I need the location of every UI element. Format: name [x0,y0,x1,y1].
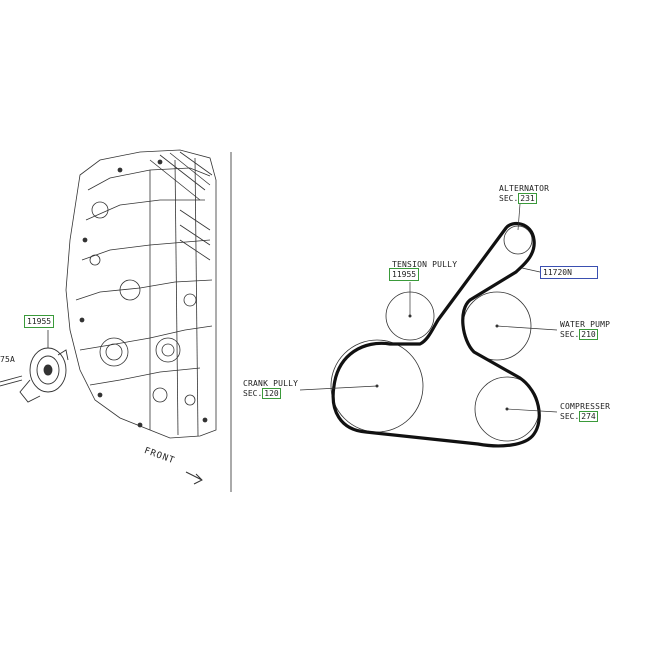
crank-pully-sec-number[interactable]: 120 [262,388,281,399]
crank-pully-label: CRANK PULLY [243,379,299,388]
water-pump-sec-prefix: SEC. [560,330,580,339]
part-number-11955-left[interactable]: 11955 [24,315,55,328]
engine-illustration [65,149,217,439]
compresser-sec-number[interactable]: 274 [579,411,598,422]
alternator-sec-number[interactable]: 231 [518,193,537,204]
compresser-label: COMPRESSER [560,402,611,411]
compresser-sec[interactable]: SEC.274 [560,411,598,422]
alternator-sec-prefix: SEC. [499,194,519,203]
drive-belt [331,221,541,448]
tension-pully-label: TENSION PULLY [392,260,458,269]
alternator-sec[interactable]: SEC.231 [499,193,537,204]
crank-pully-sec-prefix: SEC. [243,389,263,398]
crank-pully-sec[interactable]: SEC.120 [243,388,281,399]
belt-routing-diagram [299,203,558,448]
part-number-11955-right[interactable]: 11955 [389,268,420,281]
alternator-pulley [503,225,533,255]
compresser-sec-prefix: SEC. [560,412,580,421]
alternator-label: ALTERNATOR [499,184,550,193]
water-pump-label: WATER PUMP [560,320,611,329]
water-pump-sec-number[interactable]: 210 [579,329,598,340]
belt-part-number[interactable]: 11720N [540,266,598,279]
front-arrow-icon [185,471,203,485]
cut-label: 75A [0,355,16,364]
water-pump-sec[interactable]: SEC.210 [560,329,598,340]
